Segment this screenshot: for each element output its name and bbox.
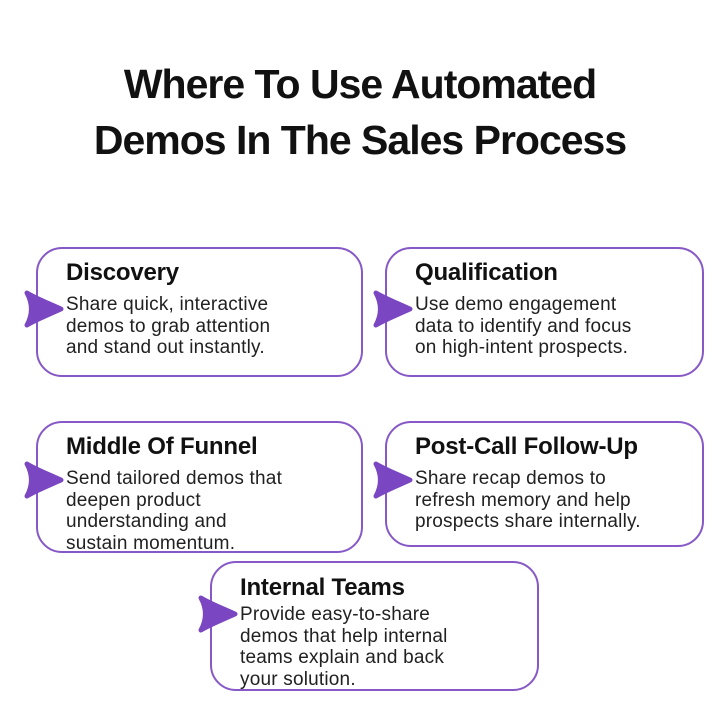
stage-card-internal-teams: Internal Teams Provide easy-to-share dem… [198, 561, 539, 691]
stage-card-discovery: Discovery Share quick, interactive demos… [24, 247, 363, 377]
card-title: Qualification [415, 259, 558, 286]
stage-card-qualification: Qualification Use demo engagement data t… [373, 247, 704, 377]
arrow-right-icon [21, 461, 67, 499]
card-body: Send tailored demos that deepen product … [66, 468, 283, 554]
card-body: Use demo engagement data to identify and… [415, 294, 632, 358]
arrow-right-icon [370, 461, 416, 499]
card-title: Post-Call Follow-Up [415, 433, 638, 460]
card-body: Share quick, interactive demos to grab a… [66, 294, 271, 358]
arrow-right-icon [370, 290, 416, 328]
card-body: Provide easy-to-share demos that help in… [240, 604, 448, 690]
arrow-right-icon [195, 595, 241, 633]
page-title: Where To Use Automated Demos In The Sale… [93, 61, 627, 163]
stage-card-post-call-follow-up: Post-Call Follow-Up Share recap demos to… [373, 421, 704, 547]
card-body: Share recap demos to refresh memory and … [415, 468, 641, 532]
card-title: Middle Of Funnel [66, 433, 258, 460]
card-title: Internal Teams [240, 574, 405, 601]
arrow-right-icon [21, 290, 67, 328]
stage-card-middle-of-funnel: Middle Of Funnel Send tailored demos tha… [24, 421, 363, 554]
card-title: Discovery [66, 259, 179, 286]
